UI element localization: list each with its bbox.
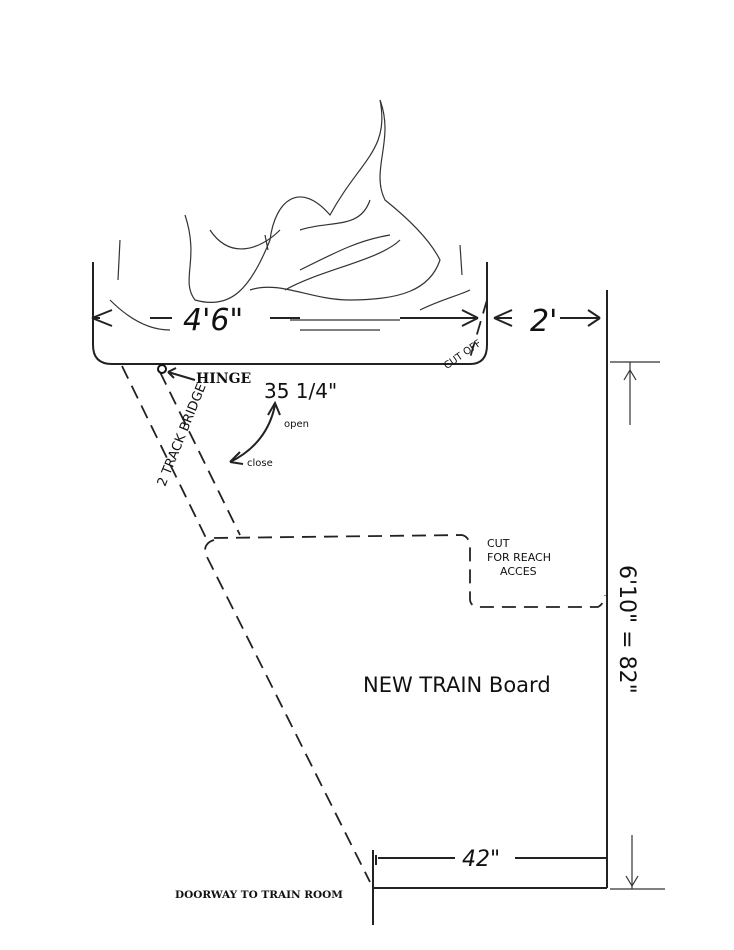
bridge-left-edge	[121, 365, 208, 541]
mantle-outline	[92, 262, 488, 365]
close-label: close	[247, 458, 273, 469]
gap-dimension-arrow	[493, 309, 601, 327]
board-label: NEW TRAIN Board	[363, 673, 551, 697]
open-label: open	[284, 419, 309, 430]
open-close-arrow-icon	[229, 400, 281, 465]
side-gap-label: 2'	[530, 304, 557, 339]
board-top-edge-with-cutout	[213, 534, 606, 608]
cut-label-line3: ACCES	[500, 565, 537, 578]
height-label: 6'10" = 82"	[614, 565, 639, 694]
hinge-offset-label: 35 1/4"	[264, 379, 337, 403]
fireplace-sketch	[109, 99, 471, 331]
board-left-edge	[204, 539, 371, 883]
doorway-label: DOORWAY TO TRAIN ROOM	[175, 889, 343, 901]
mantle-width-label: 4'6"	[183, 303, 243, 338]
height-dimension	[610, 361, 665, 890]
bottom-width-label: 42"	[462, 847, 500, 872]
hinge-icon	[157, 364, 167, 374]
cut-off-line	[469, 299, 488, 359]
cut-label-line1: CUT	[487, 537, 510, 550]
hinge-label: HINGE	[196, 371, 251, 387]
bridge-label: 2 TRACK BRIDGE	[155, 382, 210, 489]
bridge-right-edge	[159, 371, 241, 536]
hinge-arrow-icon	[167, 367, 196, 381]
bottom-dimension-line	[375, 855, 606, 865]
mantle-dimension-arrow	[91, 309, 479, 327]
cut-off-label: CUT OFF	[442, 338, 484, 372]
cut-label-line2: FOR REACH	[487, 551, 551, 564]
